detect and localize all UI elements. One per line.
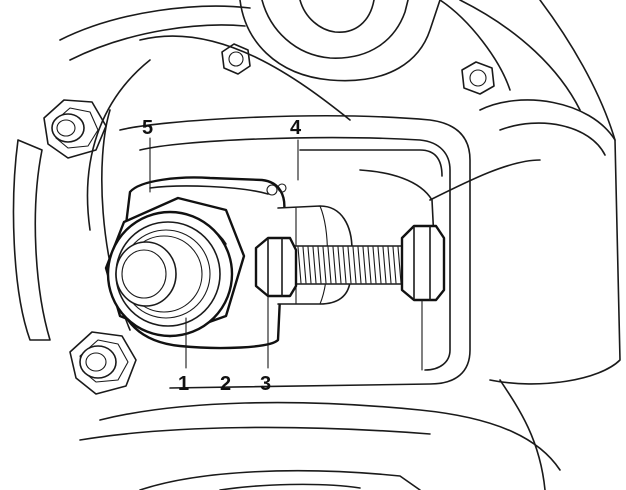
right-housing bbox=[479, 99, 621, 490]
threaded-spindle bbox=[277, 245, 409, 285]
thread-line bbox=[302, 246, 307, 284]
upper-housing bbox=[59, 0, 616, 141]
end-hex-nut bbox=[400, 224, 446, 371]
knuckle-frame bbox=[119, 115, 541, 389]
thread-line bbox=[392, 246, 397, 284]
thread-line bbox=[387, 246, 392, 284]
thread-line bbox=[327, 246, 332, 284]
thread-line bbox=[337, 246, 342, 284]
thread-line bbox=[362, 246, 367, 284]
spindle-threads bbox=[297, 246, 407, 284]
thread-line bbox=[357, 246, 362, 284]
thread-line bbox=[322, 246, 327, 284]
callout-2: 2 bbox=[220, 373, 231, 395]
callout-5: 5 bbox=[142, 117, 153, 139]
callout-4: 4 bbox=[290, 117, 302, 139]
thread-line bbox=[342, 246, 347, 284]
small-nut bbox=[254, 236, 298, 298]
thread-line bbox=[352, 246, 357, 284]
thread-line bbox=[382, 246, 387, 284]
large-nut bbox=[104, 196, 246, 338]
thread-line bbox=[307, 246, 312, 284]
thread-line bbox=[297, 246, 302, 284]
wheel-bolt-upper bbox=[43, 99, 107, 159]
callout-1: 1 bbox=[178, 373, 189, 395]
hub-disc bbox=[12, 35, 351, 341]
thread-line bbox=[332, 246, 337, 284]
thread-line bbox=[397, 246, 402, 284]
bottom-arcs bbox=[79, 401, 561, 490]
thread-line bbox=[312, 246, 317, 284]
thread-line bbox=[377, 246, 382, 284]
thread-line bbox=[317, 246, 322, 284]
leader-lines bbox=[149, 137, 299, 369]
wheel-bolt-lower bbox=[69, 331, 137, 395]
callout-3: 3 bbox=[260, 373, 271, 395]
thread-line bbox=[347, 246, 352, 284]
thread-line bbox=[372, 246, 377, 284]
bolt-top-right bbox=[461, 61, 495, 95]
thread-line bbox=[367, 246, 372, 284]
callout-labels: 5 4 1 2 3 bbox=[142, 117, 302, 395]
